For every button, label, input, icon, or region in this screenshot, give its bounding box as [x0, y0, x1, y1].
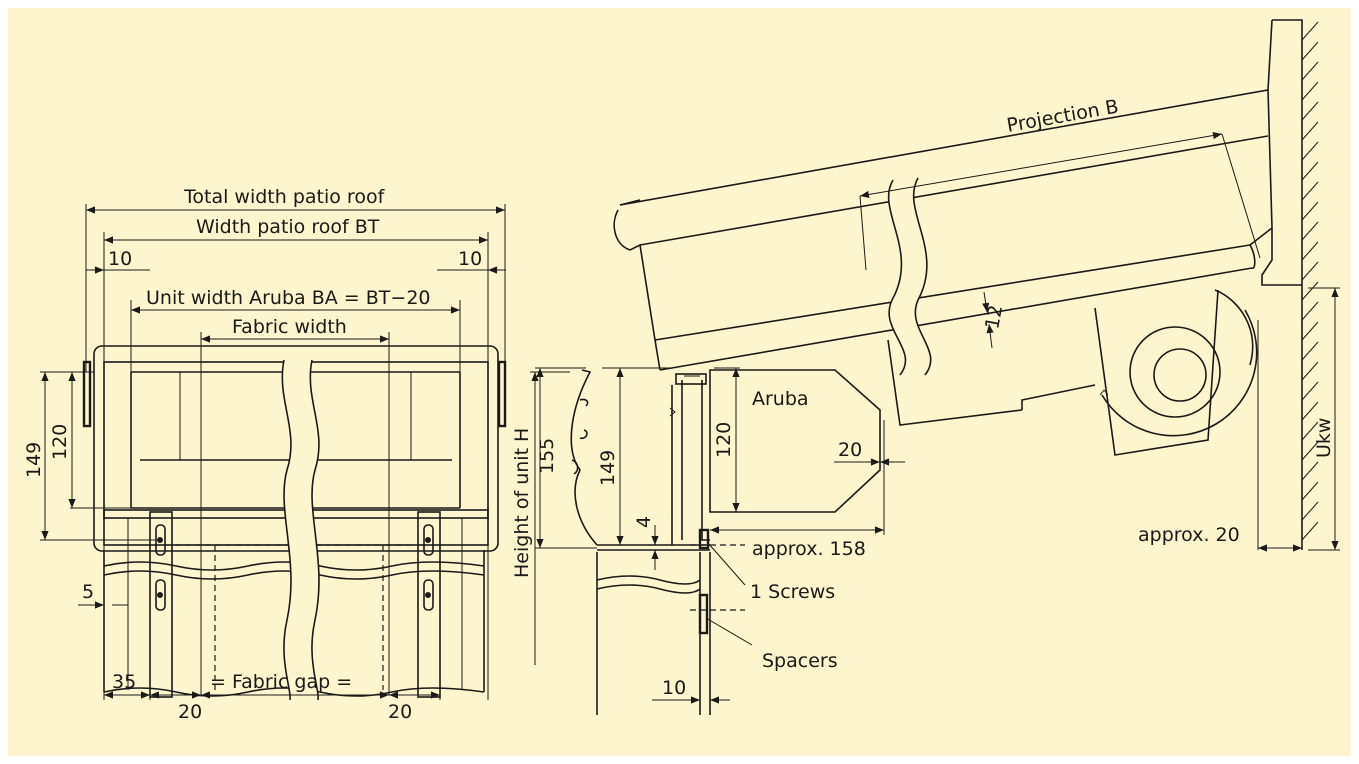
label-fabric-width: Fabric width	[232, 316, 347, 338]
label-projection: Projection B	[1005, 96, 1120, 137]
front-view	[40, 204, 507, 701]
side-section	[530, 367, 905, 715]
label-twenty-left: 20	[178, 701, 202, 723]
label-spacers: Spacers	[762, 650, 838, 672]
label-ukw: Ukw	[1313, 418, 1335, 458]
label-twenty-right: 20	[388, 701, 412, 723]
label-total-width: Total width patio roof	[183, 186, 386, 208]
label-approx-20: approx. 20	[1138, 524, 1240, 546]
label-unit-width: Unit width Aruba BA = BT−20	[146, 287, 431, 309]
label-side-120: 120	[713, 422, 735, 458]
label-side-10: 10	[662, 677, 686, 699]
label-height-unit: Height of unit H	[511, 428, 533, 578]
label-side-149: 149	[597, 450, 619, 486]
label-twelve: 12	[981, 303, 1007, 331]
roof-profile	[613, 19, 1340, 552]
label-approx-158: approx. 158	[752, 538, 866, 560]
label-thirty-five: 35	[112, 671, 136, 693]
label-five: 5	[82, 581, 94, 603]
label-left-149: 149	[23, 442, 45, 478]
label-screws: 1 Screws	[750, 581, 835, 603]
label-ten-left: 10	[108, 248, 132, 270]
wall-hatching	[1301, 21, 1319, 541]
label-ten-right: 10	[458, 248, 482, 270]
label-side-4: 4	[633, 516, 655, 528]
label-aruba: Aruba	[752, 388, 809, 410]
label-left-120: 120	[49, 424, 71, 460]
label-fabric-gap: = Fabric gap =	[210, 671, 352, 693]
label-side-155: 155	[536, 438, 558, 474]
label-side-20: 20	[838, 439, 862, 461]
label-width-bt: Width patio roof BT	[196, 216, 380, 238]
